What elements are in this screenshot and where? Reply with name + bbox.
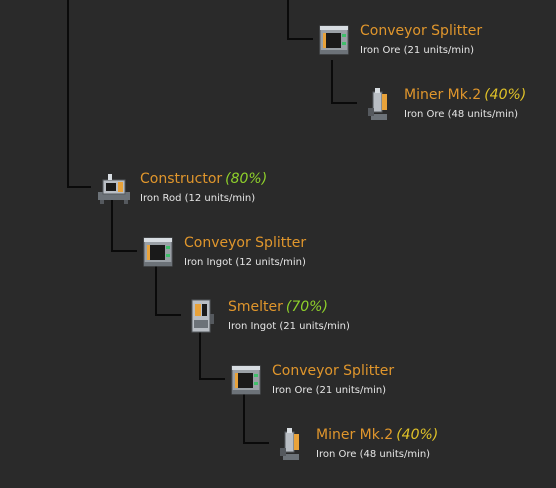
miner-icon bbox=[268, 422, 312, 466]
tree-node-conveyor-splitter[interactable]: Conveyor Splitter Iron Ore (21 units/min… bbox=[312, 18, 482, 62]
efficiency-label: (70%) bbox=[285, 299, 328, 315]
node-title: Miner Mk.2(40%) bbox=[316, 426, 438, 444]
building-name: Miner Mk.2 bbox=[316, 427, 394, 443]
building-name: Smelter bbox=[228, 299, 283, 315]
building-name: Conveyor Splitter bbox=[184, 235, 307, 251]
tree-node-miner-mk2[interactable]: Miner Mk.2(40%) Iron Ore (48 units/min) bbox=[268, 422, 438, 466]
tree-node-constructor[interactable]: Constructor(80%) Iron Rod (12 units/min) bbox=[92, 166, 267, 210]
building-name: Constructor bbox=[140, 171, 223, 187]
smelter-icon bbox=[180, 294, 224, 338]
node-output: Iron Ore (48 units/min) bbox=[404, 109, 519, 120]
tree-connector bbox=[111, 200, 137, 252]
node-title: Miner Mk.2(40%) bbox=[404, 86, 526, 104]
building-name: Conveyor Splitter bbox=[272, 363, 395, 379]
node-output: Iron Ingot (12 units/min) bbox=[184, 257, 306, 268]
efficiency-label: (40%) bbox=[396, 427, 439, 443]
tree-connector bbox=[287, 0, 313, 40]
conveyor-splitter-icon bbox=[136, 230, 180, 274]
node-title: Smelter(70%) bbox=[228, 298, 350, 316]
tree-connector bbox=[199, 328, 225, 380]
node-title: Conveyor Splitter bbox=[184, 234, 306, 252]
tree-node-conveyor-splitter[interactable]: Conveyor Splitter Iron Ingot (12 units/m… bbox=[136, 230, 306, 274]
tree-connector bbox=[243, 392, 269, 444]
node-output: Iron Ore (21 units/min) bbox=[272, 385, 387, 396]
tree-node-miner-mk2[interactable]: Miner Mk.2(40%) Iron Ore (48 units/min) bbox=[356, 82, 526, 126]
node-title: Constructor(80%) bbox=[140, 170, 267, 188]
tree-node-conveyor-splitter[interactable]: Conveyor Splitter Iron Ore (21 units/min… bbox=[224, 358, 394, 402]
conveyor-splitter-icon bbox=[224, 358, 268, 402]
efficiency-label: (80%) bbox=[225, 171, 268, 187]
node-title: Conveyor Splitter bbox=[360, 22, 482, 40]
constructor-icon bbox=[92, 166, 136, 210]
tree-connector-trunk bbox=[67, 0, 91, 188]
miner-icon bbox=[356, 82, 400, 126]
building-name: Miner Mk.2 bbox=[404, 87, 482, 103]
building-name: Conveyor Splitter bbox=[360, 23, 483, 39]
node-title: Conveyor Splitter bbox=[272, 362, 394, 380]
node-output: Iron Ore (21 units/min) bbox=[360, 45, 475, 56]
tree-connector bbox=[331, 60, 357, 104]
node-output: Iron Rod (12 units/min) bbox=[140, 193, 256, 204]
conveyor-splitter-icon bbox=[312, 18, 356, 62]
node-output: Iron Ingot (21 units/min) bbox=[228, 321, 350, 332]
node-output: Iron Ore (48 units/min) bbox=[316, 449, 431, 460]
efficiency-label: (40%) bbox=[484, 87, 527, 103]
tree-connector bbox=[155, 264, 181, 316]
tree-node-smelter[interactable]: Smelter(70%) Iron Ingot (21 units/min) bbox=[180, 294, 350, 338]
